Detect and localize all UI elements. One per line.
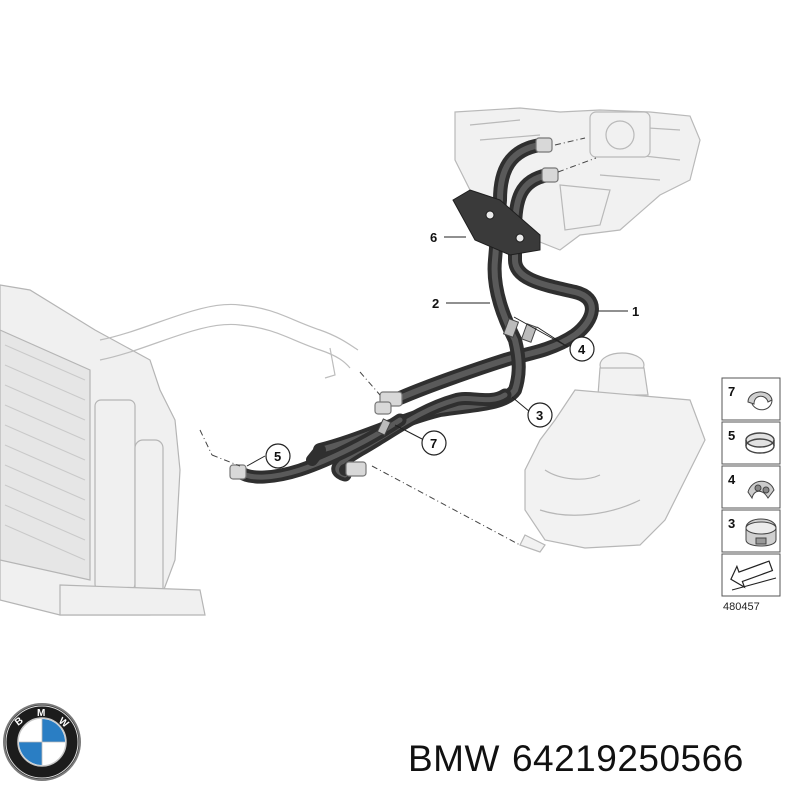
- legend-item-3: 3: [721, 509, 781, 553]
- callout-2: 2: [432, 296, 439, 311]
- callout-1: 1: [632, 304, 639, 319]
- callout-2-label: 2: [432, 296, 439, 311]
- expansion-tank-ghost: [519, 352, 706, 553]
- clamp-7-icon: [747, 391, 773, 411]
- parts-legend: 7 5 4: [721, 377, 781, 613]
- dashed-lines: [199, 137, 597, 546]
- ghost-coolant-pipe: [99, 303, 359, 379]
- svg-text:M: M: [37, 708, 45, 719]
- callout-4: 4: [569, 336, 595, 362]
- callout-1-label: 1: [632, 304, 639, 319]
- legend-item-5-label: 5: [728, 428, 735, 443]
- callout-6-label: 6: [430, 230, 437, 245]
- legend-item-4-label: 4: [728, 472, 736, 487]
- diagram-ref-number: 480457: [723, 601, 760, 613]
- callout-5: 5: [265, 443, 291, 469]
- hose-5: [233, 413, 407, 484]
- clamp-3-icon: [745, 518, 777, 547]
- callout-3-label: 3: [536, 408, 543, 423]
- legend-item-4: 4: [721, 465, 781, 509]
- brand-name: BMW: [408, 738, 500, 779]
- callout-7: 7: [421, 430, 447, 456]
- legend-arrow-box: [721, 553, 781, 597]
- clip-4-icon: [747, 480, 775, 500]
- part-number: 64219250566: [511, 738, 744, 779]
- legend-item-3-label: 3: [728, 516, 735, 531]
- bmw-logo: B M W: [3, 703, 81, 781]
- part-caption: BMW 64219250566: [408, 738, 744, 780]
- bracket-6: [452, 189, 541, 256]
- arrow-icon: [730, 560, 777, 591]
- hose-3: [331, 388, 512, 482]
- callout-3: 3: [527, 402, 553, 428]
- callout-7-label: 7: [430, 436, 437, 451]
- legend-item-7: 7: [721, 377, 781, 421]
- clamp-5-icon: [745, 432, 775, 454]
- radiator-ghost: [0, 284, 206, 616]
- hose-connectors: [229, 137, 559, 480]
- callout-6: 6: [430, 230, 437, 245]
- callout-4-label: 4: [578, 342, 586, 357]
- callout-5-label: 5: [274, 449, 281, 464]
- legend-item-7-label: 7: [728, 384, 735, 399]
- callout-leaders: [246, 236, 628, 467]
- legend-item-5: 5: [721, 421, 781, 465]
- clips: [376, 318, 538, 436]
